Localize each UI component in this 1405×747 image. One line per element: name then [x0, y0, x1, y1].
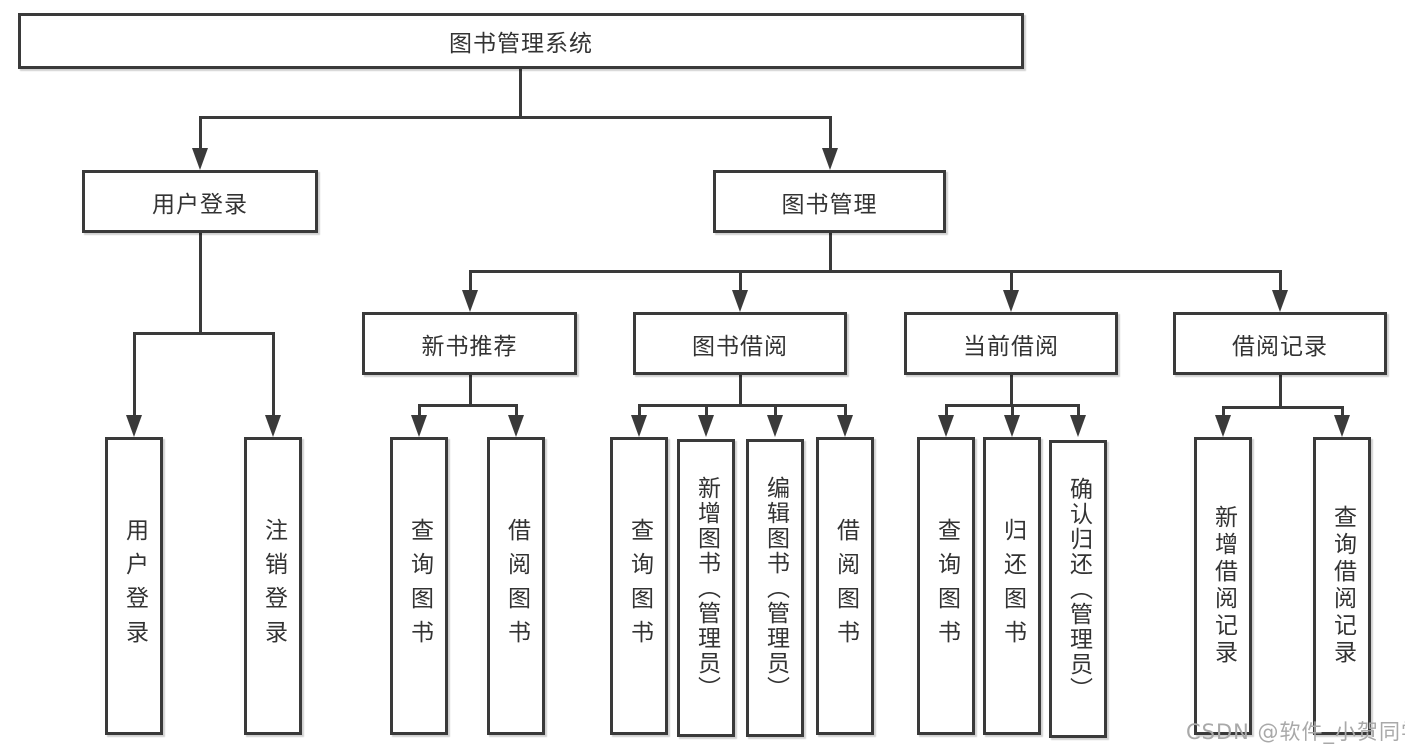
- connector-shaft: [1222, 406, 1225, 417]
- arrow-down-icon: [938, 415, 954, 437]
- connector-login-stub: [199, 233, 202, 334]
- arrow-down-icon: [508, 415, 524, 437]
- leaf-user-login: 用户登录: [105, 437, 163, 735]
- connector-shaft: [272, 332, 275, 417]
- connector-shaft: [1341, 406, 1344, 417]
- arrow-down-icon: [1004, 415, 1020, 437]
- node-book-borrow: 图书借阅: [633, 312, 847, 375]
- leaf-recommend-query-book: 查询图书: [390, 437, 448, 735]
- arrow-down-icon: [265, 415, 281, 437]
- leaf-add-book-admin: 新增图书（管理员）: [677, 439, 735, 737]
- node-root-system: 图书管理系统: [18, 13, 1024, 69]
- connector-shaft: [418, 404, 421, 416]
- arrow-down-icon: [1215, 415, 1231, 437]
- arrow-down-icon: [1003, 290, 1019, 312]
- connector-shaft: [774, 404, 777, 416]
- csdn-watermark: CSDN @软件_小贺同学: [1186, 720, 1405, 744]
- connector-shaft: [739, 270, 742, 291]
- arrow-down-icon: [822, 148, 838, 170]
- node-borrow-records: 借阅记录: [1173, 312, 1387, 375]
- connector-shaft: [1011, 404, 1014, 416]
- connector-shaft: [945, 404, 948, 416]
- connector-shaft: [705, 404, 708, 416]
- leaf-add-borrow-record: 新增借阅记录: [1194, 437, 1252, 735]
- connector-shaft: [1077, 404, 1080, 416]
- connector-root-stub: [519, 68, 522, 118]
- connector-shaft: [515, 404, 518, 416]
- arrow-down-icon: [1272, 290, 1288, 312]
- connector-login-branch: [133, 332, 274, 335]
- leaf-confirm-return-admin: 确认归还（管理员）: [1049, 440, 1107, 738]
- leaf-edit-book-admin: 编辑图书（管理员）: [746, 439, 804, 737]
- arrow-down-icon: [1334, 415, 1350, 437]
- connector-borrow-branch: [638, 404, 847, 407]
- connector-shaft: [469, 270, 472, 291]
- connector-recommend-stub: [469, 375, 472, 406]
- connector-book-mgmt-shaft: [829, 116, 832, 150]
- arrow-down-icon: [767, 415, 783, 437]
- arrow-down-icon: [1070, 415, 1086, 437]
- leaf-borrow-query-book: 查询图书: [610, 437, 668, 735]
- arrow-down-icon: [631, 415, 647, 437]
- connector-mgmt-stub: [829, 233, 832, 272]
- arrow-down-icon: [192, 148, 208, 170]
- leaf-borrow-book: 借阅图书: [816, 437, 874, 735]
- connector-mgmt-branch: [469, 270, 1282, 273]
- connector-shaft: [844, 404, 847, 416]
- connector-shaft: [1279, 270, 1282, 291]
- leaf-logout: 注销登录: [244, 437, 302, 735]
- leaf-query-borrow-record: 查询借阅记录: [1313, 437, 1371, 735]
- leaf-current-query-book: 查询图书: [917, 437, 975, 735]
- node-user-login: 用户登录: [82, 170, 318, 233]
- connector-root-branch: [199, 116, 831, 119]
- connector-user-login-shaft: [199, 116, 202, 150]
- leaf-recommend-borrow-book: 借阅图书: [487, 437, 545, 735]
- connector-records-stub: [1279, 375, 1282, 408]
- connector-records-branch: [1222, 406, 1344, 409]
- arrow-down-icon: [732, 290, 748, 312]
- connector-shaft: [1010, 270, 1013, 291]
- node-book-management: 图书管理: [713, 170, 946, 233]
- connector-borrow-stub: [739, 375, 742, 406]
- arrow-down-icon: [411, 415, 427, 437]
- arrow-down-icon: [698, 415, 714, 437]
- connector-current-stub: [1010, 375, 1013, 406]
- leaf-return-book: 归还图书: [983, 437, 1041, 735]
- connector-shaft: [638, 404, 641, 416]
- arrow-down-icon: [837, 415, 853, 437]
- node-new-book-recommend: 新书推荐: [362, 312, 577, 375]
- arrow-down-icon: [126, 415, 142, 437]
- arrow-down-icon: [462, 290, 478, 312]
- node-current-borrow: 当前借阅: [904, 312, 1118, 375]
- connector-recommend-branch: [418, 404, 518, 407]
- connector-shaft: [133, 332, 136, 417]
